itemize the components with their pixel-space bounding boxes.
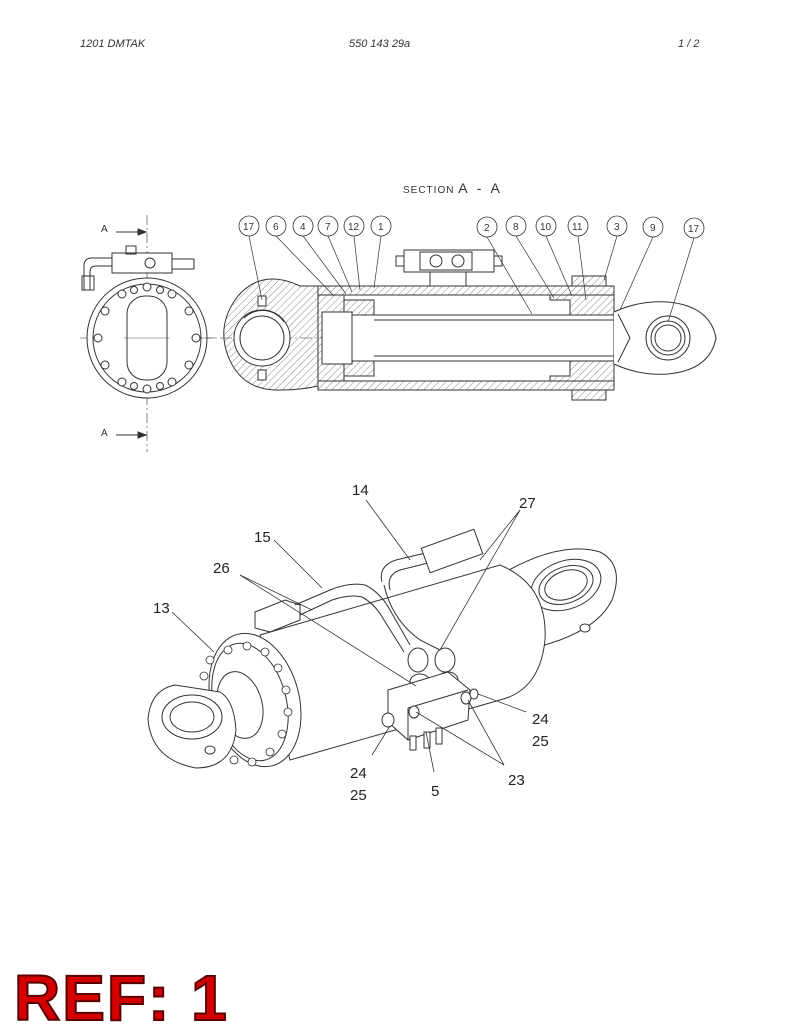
section-letters: A - A xyxy=(458,180,503,196)
section-mark-top: A xyxy=(101,224,108,235)
isometric-view xyxy=(147,528,617,769)
label-23: 23 xyxy=(508,772,525,789)
section-mark-bottom: A xyxy=(101,428,108,439)
section-title: SECTION A - A xyxy=(403,180,503,196)
label-14: 14 xyxy=(352,482,369,499)
section-arrows xyxy=(116,228,148,439)
callout-leaders xyxy=(248,235,695,323)
callout-2: 2 xyxy=(484,223,490,234)
callout-1: 1 xyxy=(378,222,384,233)
part-leaders xyxy=(171,499,527,773)
callout-9: 9 xyxy=(650,223,656,234)
callout-17b: 17 xyxy=(688,224,700,235)
callout-4: 4 xyxy=(300,222,306,233)
label-24-right: 24 xyxy=(532,711,549,728)
reference-label: REF: 1 xyxy=(13,962,229,1034)
section-view xyxy=(200,249,720,401)
label-26: 26 xyxy=(213,560,230,577)
callout-11: 11 xyxy=(572,222,583,233)
label-25-right: 25 xyxy=(532,733,549,750)
header-part-number: 550 143 29a xyxy=(349,38,411,50)
callout-17a: 17 xyxy=(243,222,255,233)
label-13: 13 xyxy=(153,600,170,617)
end-view xyxy=(80,215,215,452)
callout-3: 3 xyxy=(614,222,620,233)
callout-7: 7 xyxy=(325,222,331,233)
callout-12: 12 xyxy=(348,222,360,233)
label-25-left: 25 xyxy=(350,787,367,804)
callout-8: 8 xyxy=(513,222,519,233)
callout-numbers: 17 6 4 7 12 1 2 8 10 11 3 9 17 xyxy=(243,222,700,235)
label-15: 15 xyxy=(254,529,271,546)
header-left-code: 1201 DMTAK xyxy=(80,38,146,50)
label-24-left: 24 xyxy=(350,765,367,782)
callout-6: 6 xyxy=(273,222,279,233)
part-labels: 14 27 15 26 13 24 25 24 25 23 5 xyxy=(153,482,549,804)
isometric-bolt-heads xyxy=(199,641,293,767)
label-5: 5 xyxy=(431,783,439,800)
section-word: SECTION xyxy=(403,185,455,196)
callout-bubbles xyxy=(238,215,705,239)
header-page-number: 1 / 2 xyxy=(678,38,700,50)
flange-bolt-holes xyxy=(93,282,201,394)
callout-10: 10 xyxy=(540,222,552,233)
label-27: 27 xyxy=(519,495,536,512)
